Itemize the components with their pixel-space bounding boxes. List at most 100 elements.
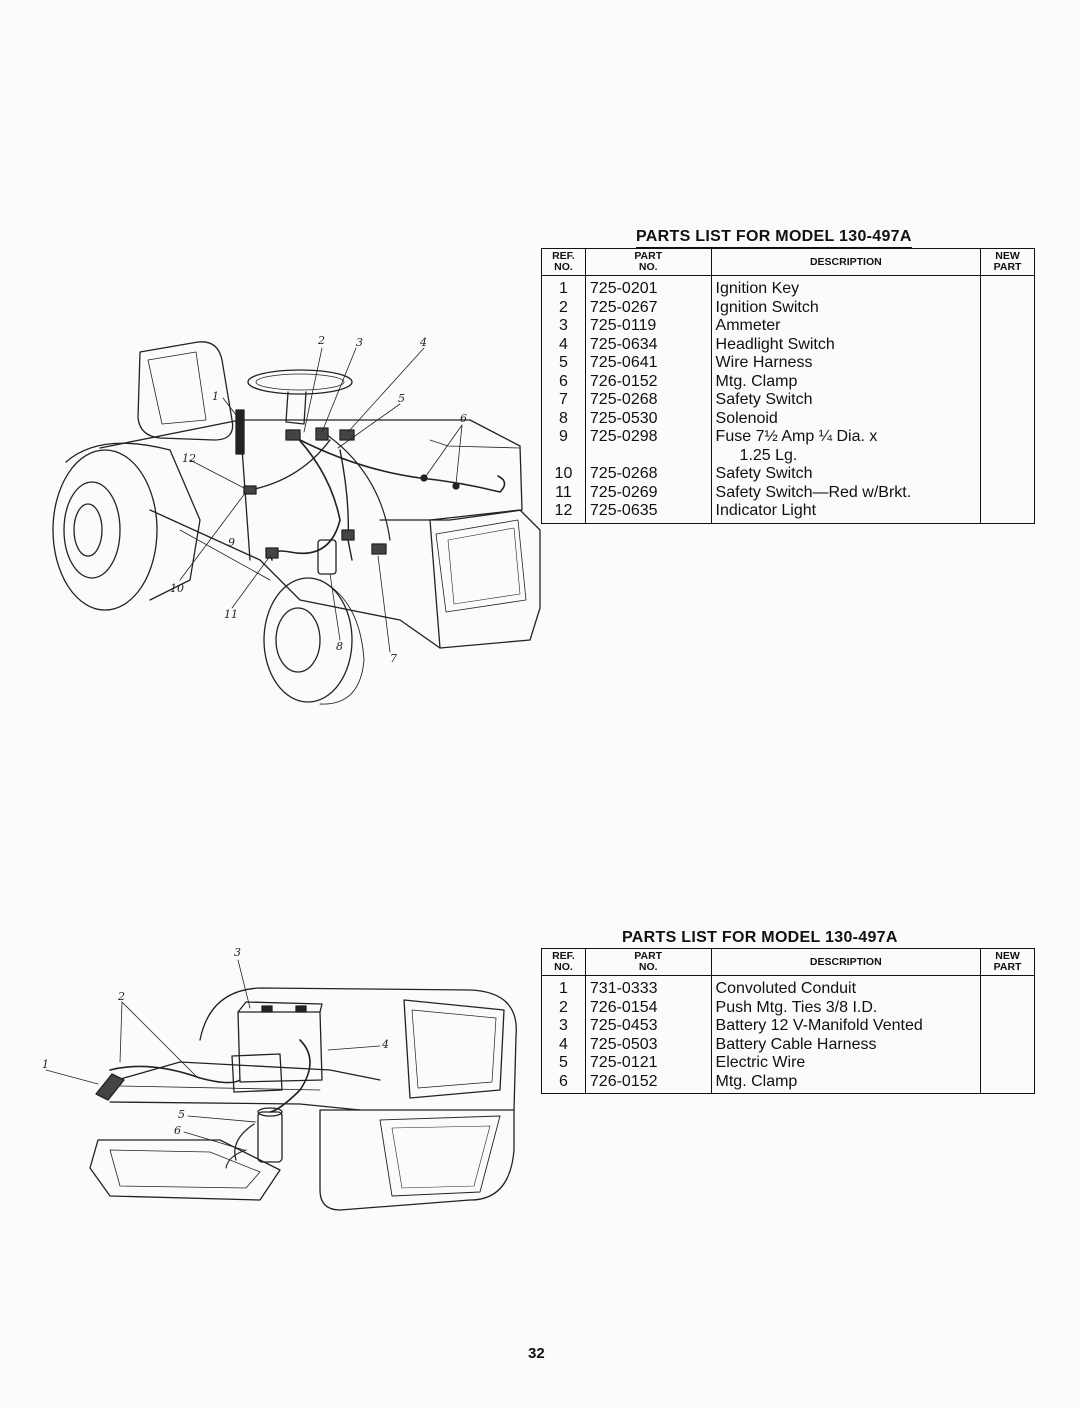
description: Mtg. Clamp	[710, 372, 982, 391]
description: Ignition Switch	[710, 298, 982, 317]
new-part	[980, 483, 1035, 502]
callout-7: 7	[390, 652, 397, 665]
new-part	[980, 1054, 1035, 1073]
ref-no: 6	[541, 372, 586, 391]
description: Indicator Light	[710, 502, 982, 524]
ref-no-header: REF.NO.	[541, 248, 586, 276]
ref-no: 7	[541, 391, 586, 410]
ref-no: 8	[541, 409, 586, 428]
part-no: 725-0121	[584, 1054, 712, 1073]
callout-4: 4	[419, 336, 427, 349]
new-part	[980, 391, 1035, 410]
new-part	[980, 317, 1035, 336]
ref-no: 4	[541, 1035, 586, 1054]
callout-4: 4	[381, 1038, 389, 1051]
part-no: 725-0530	[584, 409, 712, 428]
description: Battery Cable Harness	[710, 1035, 982, 1054]
description: Ignition Key	[710, 275, 982, 299]
part-no: 725-0268	[584, 391, 712, 410]
new-part	[980, 465, 1035, 484]
description: Battery 12 V-Manifold Vented	[710, 1017, 982, 1036]
new-part	[980, 502, 1035, 524]
ref-no: 2	[541, 298, 586, 317]
ref-no: 5	[541, 1054, 586, 1073]
description: Wire Harness	[710, 354, 982, 373]
part-no: 725-0268	[584, 465, 712, 484]
part-no: 725-0298	[584, 428, 712, 465]
new-part	[980, 975, 1035, 999]
callout-11: 11	[224, 608, 238, 621]
description-line-1: Fuse 7½ Amp ¼ Dia. x	[715, 428, 878, 445]
callout-8: 8	[336, 640, 343, 653]
ref-no: 1	[541, 975, 586, 999]
description: Safety Switch	[710, 391, 982, 410]
ref-no: 12	[541, 502, 586, 524]
description: Electric Wire	[710, 1054, 982, 1073]
callout-6: 6	[174, 1124, 181, 1137]
part-no: 725-0453	[584, 1017, 712, 1036]
new-part	[980, 1017, 1035, 1036]
description-line-2: 1.25 Lg.	[739, 446, 798, 464]
callout-12: 12	[182, 452, 196, 465]
table-2-title: PARTS LIST FOR MODEL 130-497A	[622, 929, 898, 949]
callout-5: 5	[178, 1108, 185, 1121]
new-part	[980, 998, 1035, 1017]
description-header: DESCRIPTION	[710, 948, 982, 976]
part-no: 725-0119	[584, 317, 712, 336]
new-part	[980, 372, 1035, 391]
ref-no: 4	[541, 335, 586, 354]
new-part	[980, 428, 1035, 465]
ref-no: 11	[541, 483, 586, 502]
part-no: 725-0641	[584, 354, 712, 373]
description: Safety Switch—Red w/Brkt.	[710, 483, 982, 502]
description: Safety Switch	[710, 465, 982, 484]
part-no: 725-0267	[584, 298, 712, 317]
ref-no: 10	[541, 465, 586, 484]
description: Mtg. Clamp	[710, 1072, 982, 1094]
callout-2: 2	[317, 334, 325, 347]
part-no: 725-0503	[584, 1035, 712, 1054]
callout-6: 6	[460, 412, 467, 425]
part-no: 725-0201	[584, 275, 712, 299]
ref-no: 3	[541, 1017, 586, 1036]
new-part	[980, 275, 1035, 299]
callout-3: 3	[356, 336, 363, 349]
description: Push Mtg. Ties 3/8 I.D.	[710, 998, 982, 1017]
ref-no: 3	[541, 317, 586, 336]
new-part	[980, 1072, 1035, 1094]
description: Headlight Switch	[710, 335, 982, 354]
part-no: 726-0152	[584, 1072, 712, 1094]
ref-no-header: REF.NO.	[541, 948, 586, 976]
new-part	[980, 1035, 1035, 1054]
new-part	[980, 409, 1035, 428]
description: Convoluted Conduit	[710, 975, 982, 999]
part-no: 726-0154	[584, 998, 712, 1017]
callout-10: 10	[170, 582, 184, 595]
ref-no: 9	[541, 428, 586, 465]
callout-1: 1	[42, 1058, 49, 1071]
callout-9: 9	[228, 536, 235, 549]
